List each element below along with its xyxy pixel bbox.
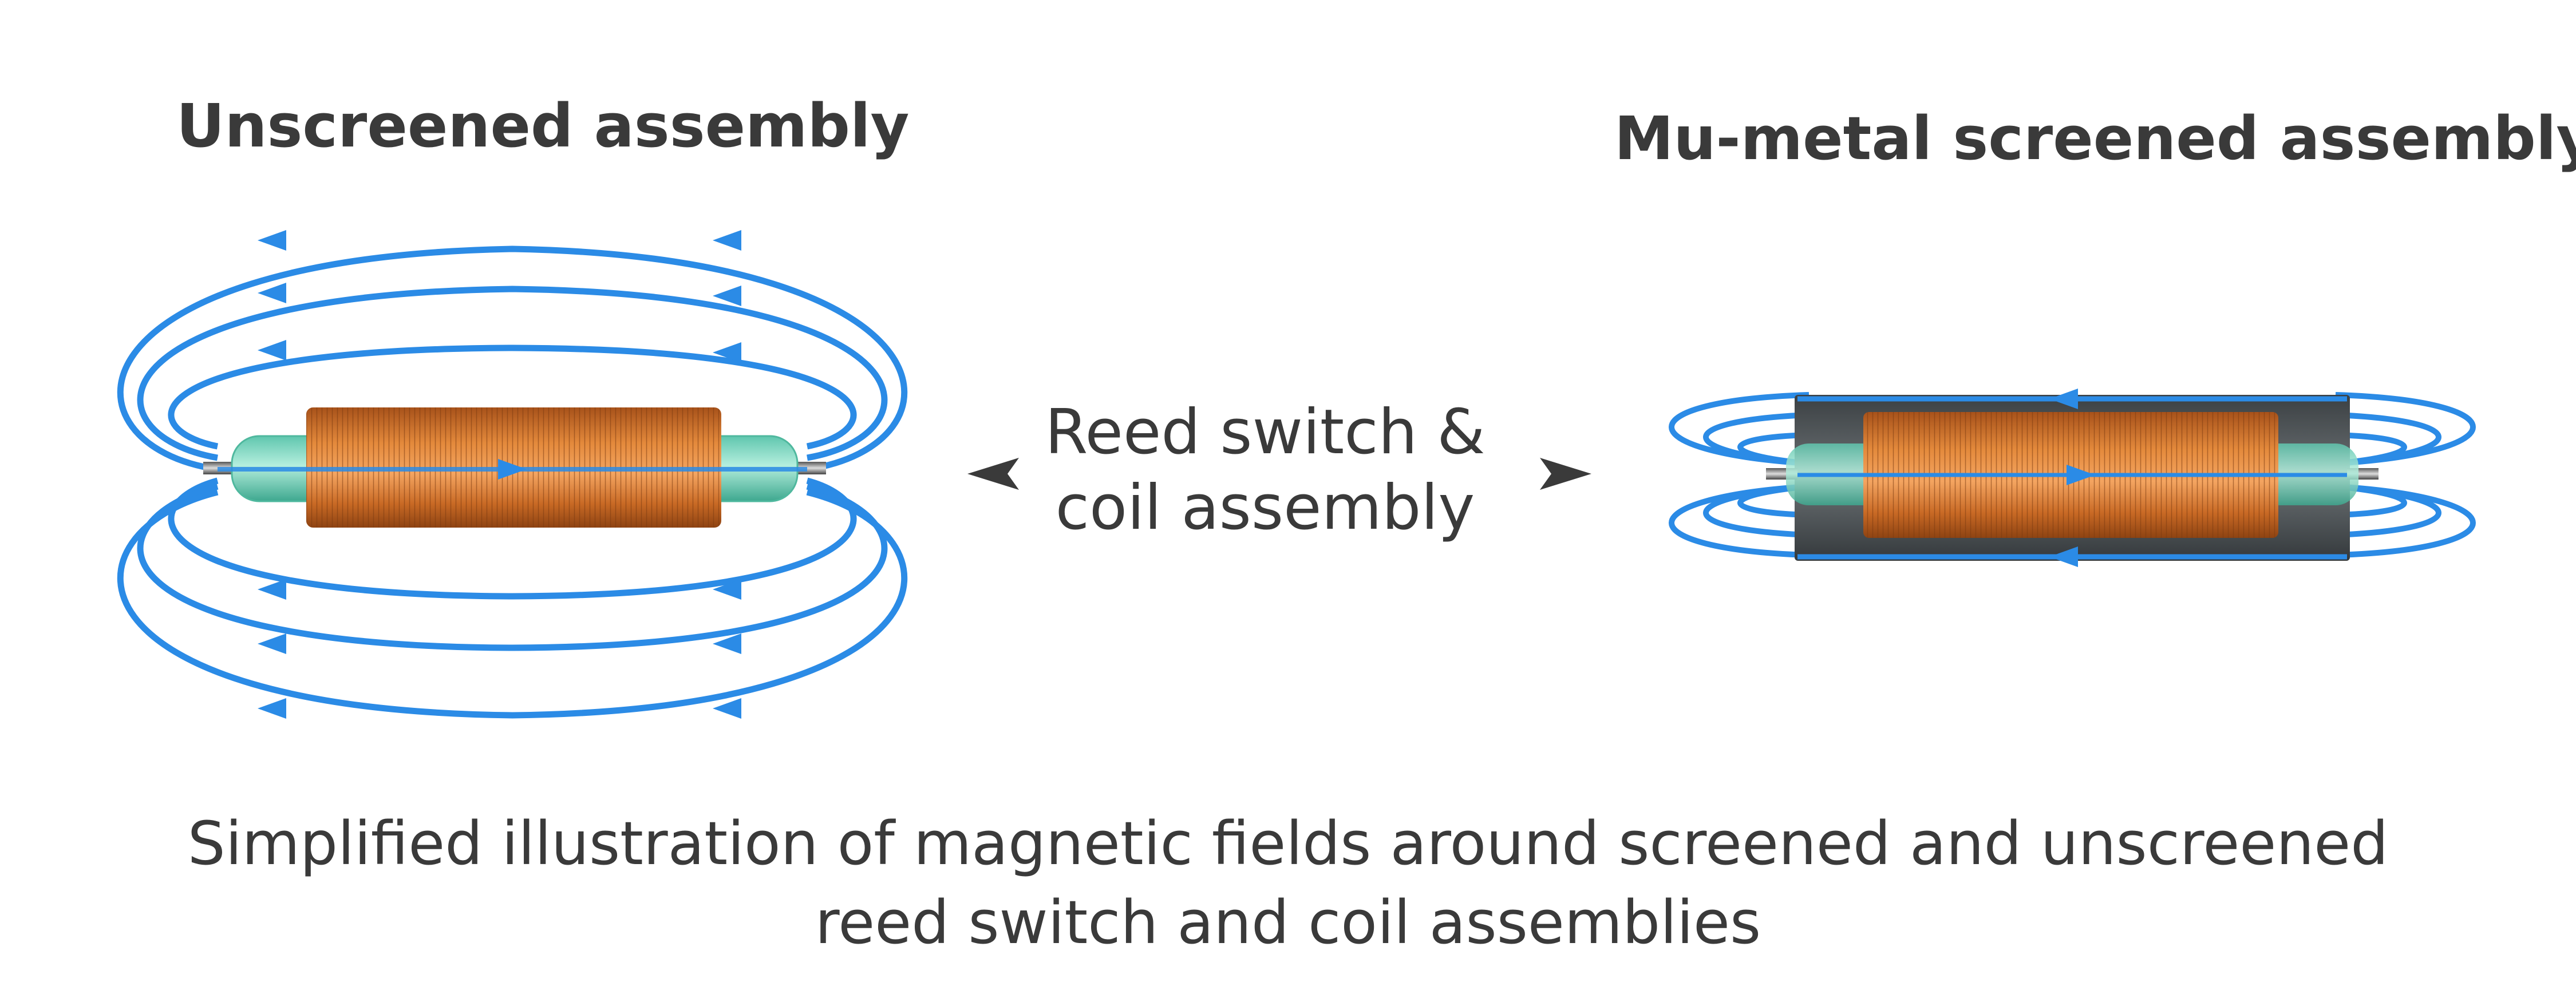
screened-field-arrows bbox=[2049, 389, 2095, 567]
field-line bbox=[1737, 432, 1809, 466]
arrow-icon bbox=[498, 459, 527, 480]
field-line bbox=[168, 344, 857, 450]
arrow-icon bbox=[258, 283, 286, 303]
arrow-icon bbox=[713, 342, 741, 363]
arrow-icon bbox=[258, 340, 286, 361]
arrow-icon bbox=[258, 230, 286, 251]
upper-field-lines bbox=[117, 245, 908, 473]
field-line bbox=[117, 245, 908, 473]
screened-heading: Mu-metal screened assembly bbox=[1614, 104, 2576, 173]
arrow-icon bbox=[713, 633, 741, 654]
arrow-icon bbox=[713, 286, 741, 306]
arrow-icon bbox=[713, 230, 741, 251]
screened-assembly bbox=[1669, 389, 2476, 567]
left-end-field-lines bbox=[1669, 392, 1809, 558]
caption-line-1: Simplified illustration of magnetic fiel… bbox=[187, 809, 2389, 878]
arrow-icon bbox=[713, 579, 741, 600]
arrow-icon bbox=[258, 579, 286, 600]
unscreened-assembly bbox=[117, 230, 908, 719]
arrow-icon bbox=[2049, 389, 2078, 409]
field-line bbox=[2335, 484, 2407, 518]
field-line bbox=[117, 489, 908, 719]
field-line bbox=[2335, 432, 2407, 466]
arrow-icon bbox=[258, 633, 286, 654]
field-line bbox=[137, 483, 888, 651]
arrow-icon bbox=[258, 698, 286, 719]
field-arrows bbox=[258, 230, 741, 719]
field-line bbox=[137, 286, 888, 461]
lower-field-lines bbox=[117, 477, 908, 719]
caption-line-2: reed switch and coil assemblies bbox=[815, 888, 1761, 957]
right-end-field-lines bbox=[2335, 392, 2476, 558]
field-line bbox=[1737, 484, 1809, 518]
component-label-line-1: Reed switch & bbox=[1045, 397, 1485, 468]
arrow-icon bbox=[2067, 465, 2095, 485]
component-label-line-2: coil assembly bbox=[1055, 472, 1475, 544]
arrow-icon bbox=[713, 698, 741, 719]
pointer-left-icon bbox=[967, 458, 1019, 490]
figure-caption: Simplified illustration of magnetic fiel… bbox=[0, 804, 2576, 962]
unscreened-heading: Unscreened assembly bbox=[176, 91, 910, 161]
component-label: Reed switch & coil assembly bbox=[1019, 395, 1511, 546]
field-line bbox=[168, 477, 857, 600]
arrow-icon bbox=[2049, 546, 2078, 567]
pointer-right-icon bbox=[1540, 458, 1591, 490]
